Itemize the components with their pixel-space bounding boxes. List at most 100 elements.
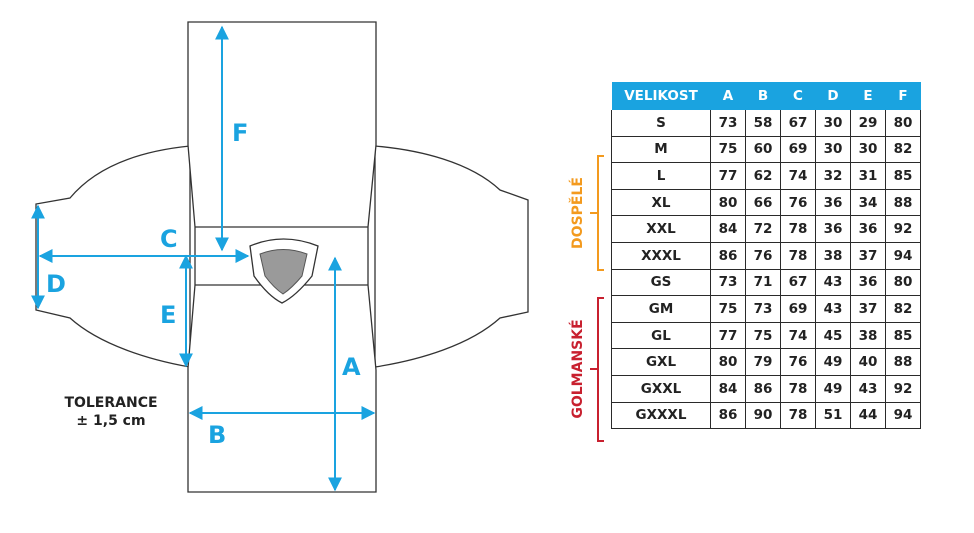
value-cell: 40 bbox=[850, 348, 886, 376]
size-cell: XXL bbox=[611, 215, 711, 243]
value-cell: 51 bbox=[815, 401, 851, 430]
size-cell: L bbox=[611, 162, 711, 190]
value-cell: 36 bbox=[850, 215, 886, 243]
value-cell: 86 bbox=[710, 401, 746, 430]
tolerance-note: TOLERANCE ± 1,5 cm bbox=[46, 394, 176, 430]
value-cell: 80 bbox=[885, 110, 921, 137]
value-cell: 80 bbox=[710, 348, 746, 376]
label-f: F bbox=[232, 119, 248, 147]
label-d: D bbox=[46, 270, 66, 298]
value-cell: 43 bbox=[815, 268, 851, 297]
value-cell: 75 bbox=[745, 321, 781, 350]
size-cell: GXXXL bbox=[611, 401, 711, 430]
value-cell: 38 bbox=[815, 241, 851, 270]
bracket-goalkeeper: GOLMANSKÉ bbox=[569, 297, 604, 442]
value-cell: 78 bbox=[780, 241, 816, 270]
value-cell: 85 bbox=[885, 162, 921, 190]
value-cell: 78 bbox=[780, 401, 816, 430]
value-cell: 92 bbox=[885, 215, 921, 243]
value-cell: 94 bbox=[885, 401, 921, 430]
value-cell: 82 bbox=[885, 295, 921, 323]
label-e: E bbox=[160, 301, 176, 329]
value-cell: 38 bbox=[850, 321, 886, 350]
value-cell: 30 bbox=[815, 110, 851, 137]
value-cell: 60 bbox=[745, 135, 781, 164]
value-cell: 31 bbox=[850, 162, 886, 190]
bracket-adult: DOSPĚLÉ bbox=[569, 155, 604, 271]
value-cell: 84 bbox=[710, 374, 746, 403]
label-b: B bbox=[208, 421, 226, 449]
value-cell: 36 bbox=[815, 215, 851, 243]
value-cell: 82 bbox=[885, 135, 921, 164]
value-cell: 76 bbox=[780, 188, 816, 217]
value-cell: 36 bbox=[815, 188, 851, 217]
header-c: C bbox=[780, 82, 816, 110]
value-cell: 76 bbox=[745, 241, 781, 270]
dimension-arrows bbox=[31, 25, 376, 492]
header-f: F bbox=[885, 82, 921, 110]
value-cell: 71 bbox=[745, 268, 781, 297]
value-cell: 37 bbox=[850, 295, 886, 323]
header-size: VELIKOST bbox=[611, 82, 711, 110]
value-cell: 73 bbox=[710, 110, 746, 137]
crest bbox=[249, 238, 319, 304]
value-cell: 34 bbox=[850, 188, 886, 217]
value-cell: 77 bbox=[710, 162, 746, 190]
value-cell: 29 bbox=[850, 110, 886, 137]
size-cell: GXL bbox=[611, 348, 711, 376]
label-c: C bbox=[160, 225, 178, 253]
header-d: D bbox=[815, 82, 851, 110]
value-cell: 74 bbox=[780, 321, 816, 350]
value-cell: 58 bbox=[745, 110, 781, 137]
header-b: B bbox=[745, 82, 781, 110]
value-cell: 72 bbox=[745, 215, 781, 243]
value-cell: 66 bbox=[745, 188, 781, 217]
value-cell: 73 bbox=[710, 268, 746, 297]
value-cell: 67 bbox=[780, 110, 816, 137]
value-cell: 77 bbox=[710, 321, 746, 350]
value-cell: 84 bbox=[710, 215, 746, 243]
value-cell: 69 bbox=[780, 295, 816, 323]
value-cell: 74 bbox=[780, 162, 816, 190]
value-cell: 43 bbox=[815, 295, 851, 323]
goalkeeper-label: GOLMANSKÉ bbox=[569, 319, 586, 418]
size-cell: GXXL bbox=[611, 374, 711, 403]
tolerance-value: ± 1,5 cm bbox=[76, 413, 146, 429]
size-cell: XL bbox=[611, 188, 711, 217]
value-cell: 88 bbox=[885, 188, 921, 217]
value-cell: 88 bbox=[885, 348, 921, 376]
adult-label: DOSPĚLÉ bbox=[569, 177, 586, 249]
value-cell: 78 bbox=[780, 215, 816, 243]
value-cell: 37 bbox=[850, 241, 886, 270]
value-cell: 85 bbox=[885, 321, 921, 350]
header-e: E bbox=[850, 82, 886, 110]
header-a: A bbox=[710, 82, 746, 110]
value-cell: 79 bbox=[745, 348, 781, 376]
value-cell: 69 bbox=[780, 135, 816, 164]
value-cell: 92 bbox=[885, 374, 921, 403]
value-cell: 75 bbox=[710, 135, 746, 164]
label-a: A bbox=[342, 353, 361, 381]
value-cell: 86 bbox=[745, 374, 781, 403]
value-cell: 44 bbox=[850, 401, 886, 430]
tolerance-title: TOLERANCE bbox=[64, 395, 158, 411]
value-cell: 86 bbox=[710, 241, 746, 270]
size-cell: M bbox=[611, 135, 711, 164]
value-cell: 62 bbox=[745, 162, 781, 190]
value-cell: 45 bbox=[815, 321, 851, 350]
value-cell: 90 bbox=[745, 401, 781, 430]
size-cell: GS bbox=[611, 268, 711, 297]
